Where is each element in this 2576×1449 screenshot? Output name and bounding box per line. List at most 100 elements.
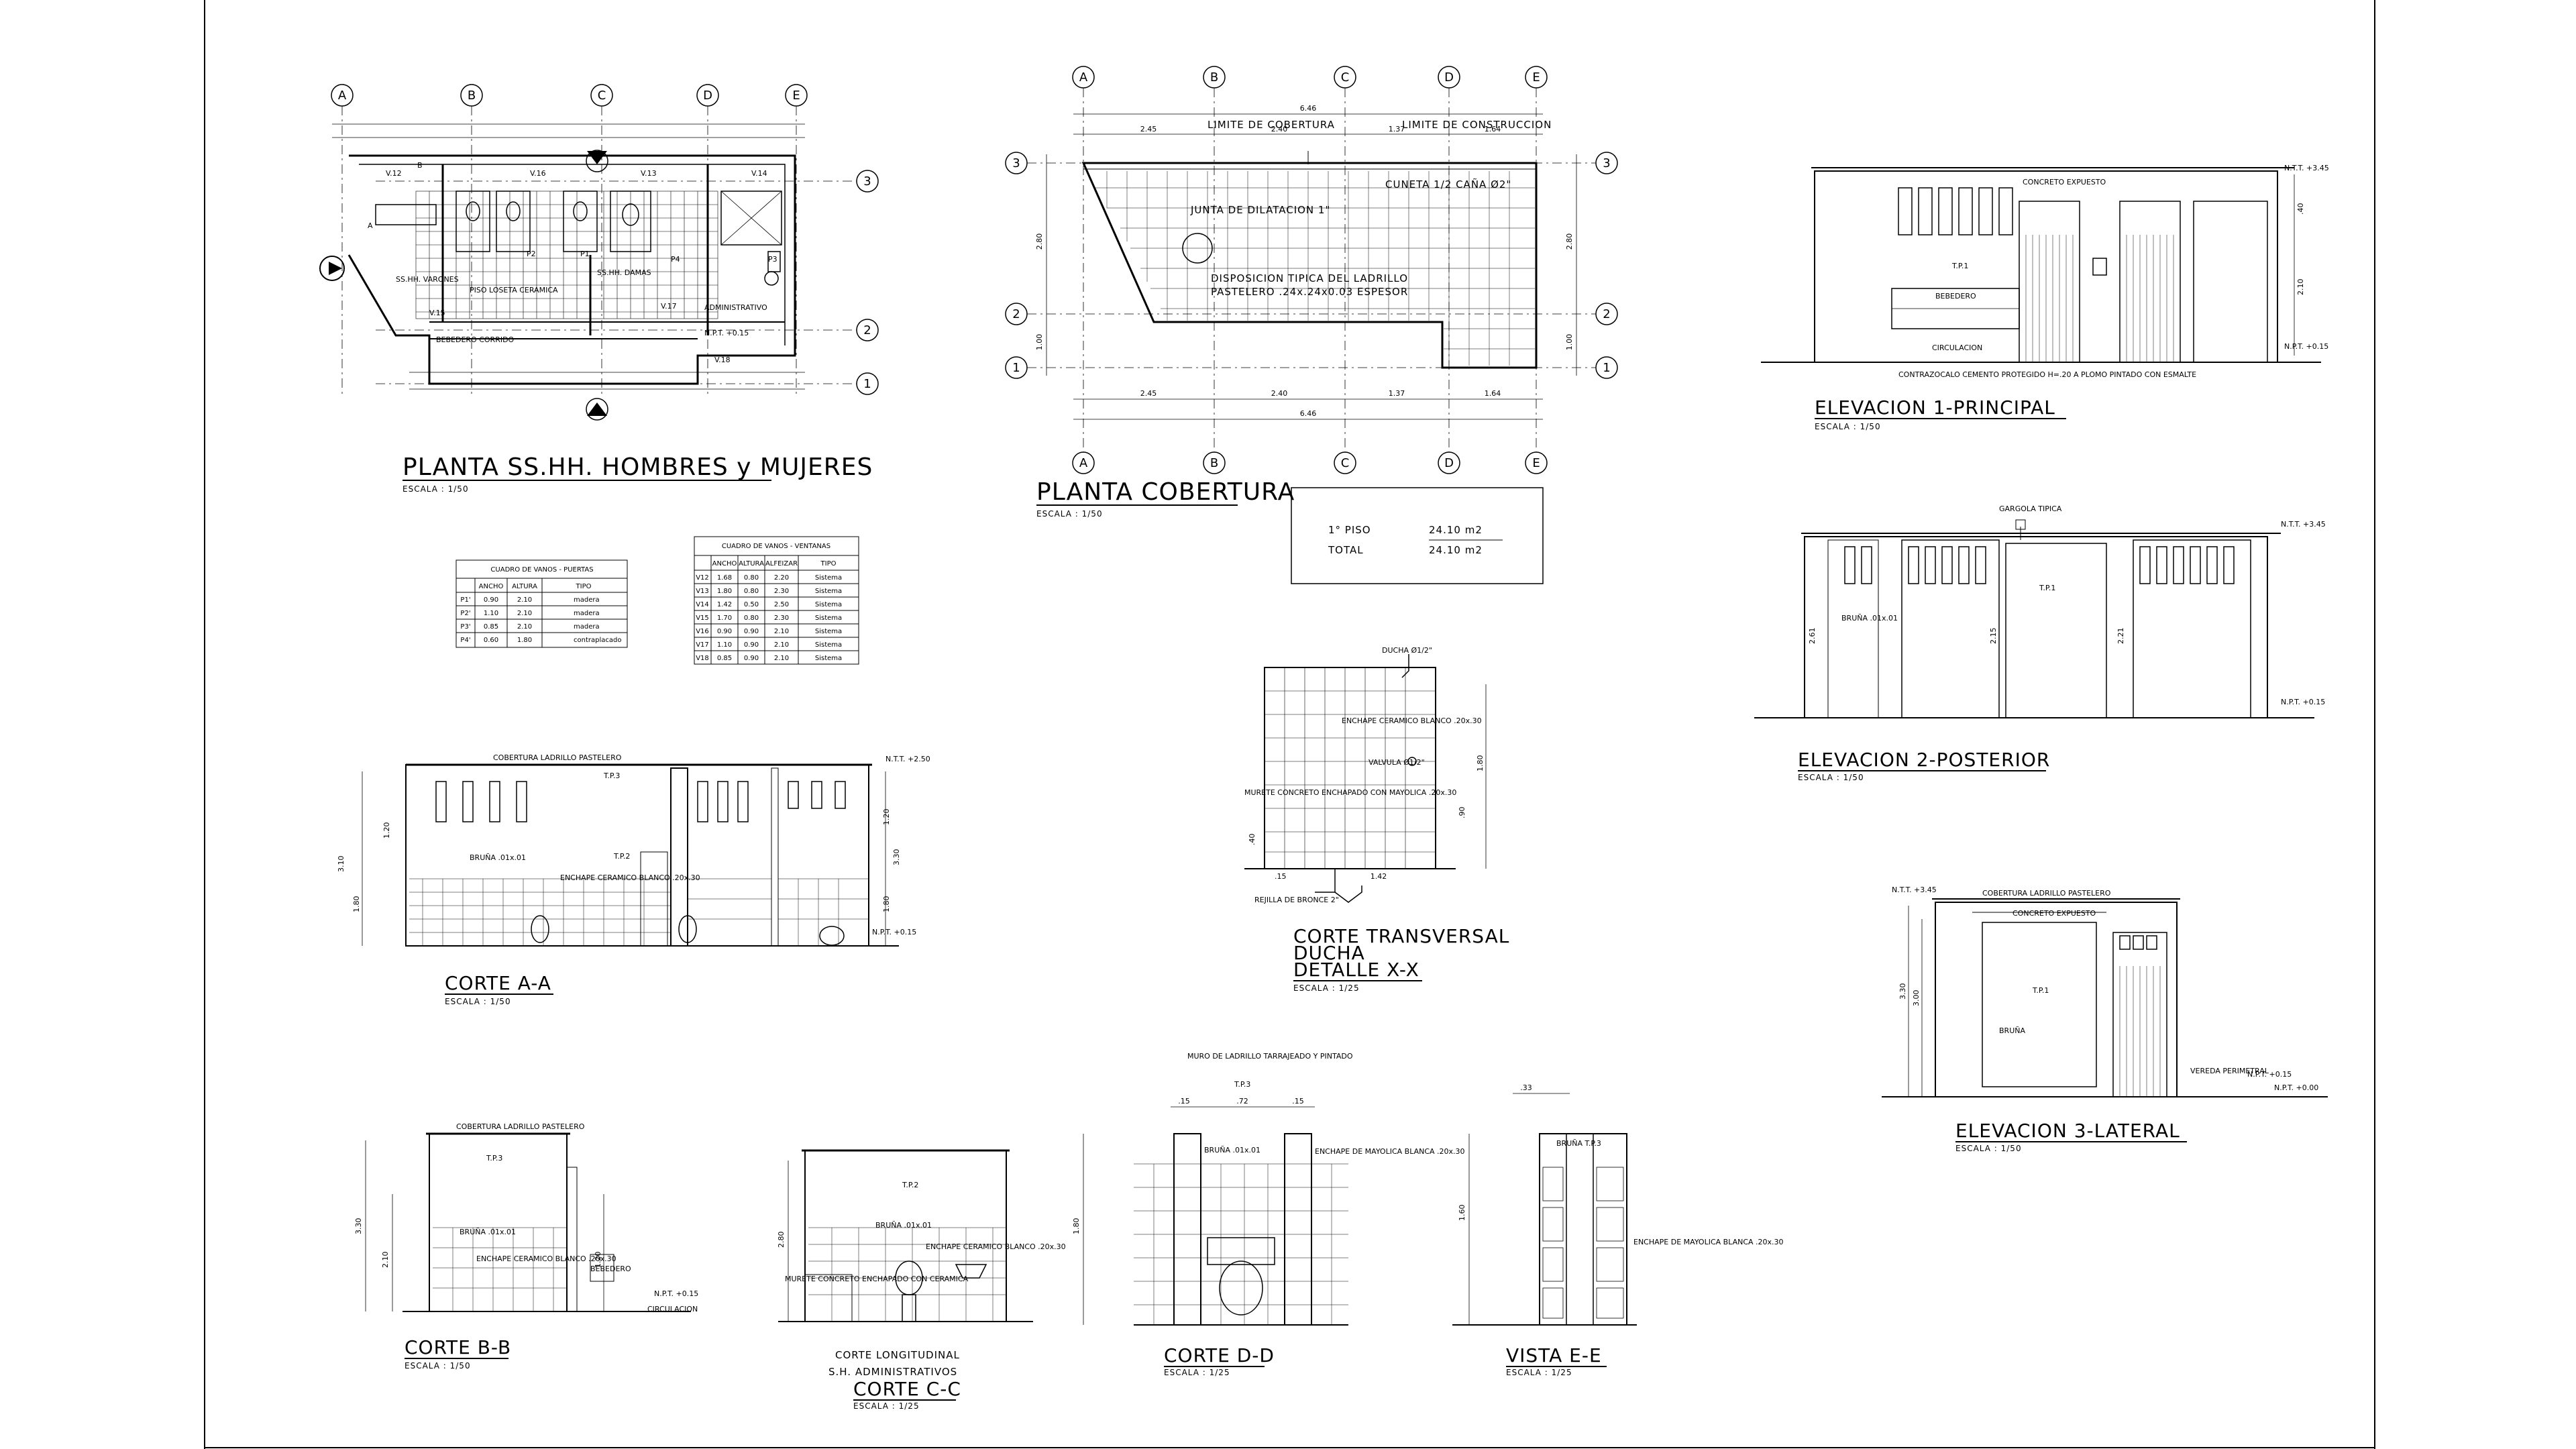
cob-grid-1-right: 1 [1603,361,1610,375]
elev3-dim-300: 3.00 [1912,990,1921,1007]
door-cell: P1' [460,596,470,604]
cob-grid-B-bottom: B [1210,456,1218,470]
cob-note-disposicion: DISPOSICION TIPICA DEL LADRILLO [1211,272,1408,284]
planta-sshh-scale: ESCALA : 1/50 [402,484,469,494]
bb-dim-120: 1.20 [594,1252,602,1269]
window-table-title: CUADRO DE VANOS - VENTANAS [722,543,830,550]
cob-dim-top-1: 2.45 [1140,125,1157,133]
planta-cobertura-view [1005,66,1618,474]
planta-label-v14: V.14 [751,169,767,178]
elev-2-scale: ESCALA : 1/50 [1798,773,1864,782]
door-cell: madera [574,610,600,617]
aa-note-cobertura: COBERTURA LADRILLO PASTELERO [493,753,622,762]
elev2-dim-3: 2.21 [2116,628,2125,645]
aa-dim-6: 1.20 [882,809,891,826]
corte-cc-subtitle-2: S.H. ADMINISTRATIVOS [828,1366,957,1378]
window-cell: Sistema [815,574,842,582]
aa-note-bruna: BRUÑA .01x.01 [470,853,526,862]
elev-2-title: ELEVACION 2-POSTERIOR [1798,749,2050,771]
corte-cc-title: CORTE C-C [853,1378,961,1400]
planta-label-npt: N.P.T. +0.15 [704,329,749,337]
door-cell: madera [574,623,600,631]
planta-label-p2: P2 [527,250,536,258]
planta-label-v15: V.15 [429,309,445,317]
window-cell: 0.80 [744,574,759,582]
grid-label-3: 3 [863,174,871,189]
ct-note-ducha: DUCHA Ø1/2" [1382,646,1432,655]
window-cell: V17 [696,641,709,649]
ct-note-murete: MURETE CONCRETO ENCHAPADO CON MAYOLICA .… [1244,788,1456,797]
door-cell: 0.60 [484,637,498,644]
grid-label-2: 2 [863,323,871,337]
window-cell: Sistema [815,641,842,649]
cob-grid-D-bottom: D [1444,456,1454,470]
dd-dim-72: .72 [1236,1097,1248,1106]
corte-aa-title: CORTE A-A [445,972,551,994]
aa-note-npt: N.P.T. +0.15 [872,928,916,936]
elev1-note-circulacion: CIRCULACION [1932,343,1982,352]
window-cell: 2.10 [774,641,789,649]
window-cell: V16 [696,628,709,635]
door-cell: P3' [460,623,470,631]
corte-bb-title: CORTE B-B [405,1336,511,1358]
cob-note-cuneta: CUNETA 1/2 CAÑA Ø2" [1385,178,1511,191]
elev3-note-npt: N.P.T. +0.15 [2247,1070,2292,1079]
ee-dim-160: 1.60 [1458,1205,1466,1222]
ct-note-enchape: ENCHAPE CERAMICO BLANCO .20x.30 [1342,716,1482,725]
window-cell: V12 [696,574,709,582]
door-cell: 0.90 [484,596,498,604]
dd-note-tp3: T.P.3 [1234,1080,1250,1089]
window-cell: 1.42 [717,601,732,608]
ct-dim-180: 1.80 [1476,755,1485,772]
door-cell: 2.10 [517,623,532,631]
planta-label-piso: PISO LOSETA CERAMICA [470,286,558,294]
cob-dim-right-2: 1.00 [1565,334,1574,351]
elev2-note-tp1: T.P.1 [2039,584,2055,592]
elev1-dim-210: 2.10 [2296,279,2305,296]
cob-note-pastelero: PASTELERO .24x.24x0.03 ESPESOR [1211,286,1408,298]
dd-note-bruna: BRUÑA .01x.01 [1204,1146,1260,1155]
cob-grid-D: D [1444,70,1454,85]
planta-label-p3: P3 [768,255,777,264]
window-table-h2: ALTURA [739,560,764,568]
elev3-note-tp1: T.P.1 [2032,986,2049,995]
window-cell: 1.70 [717,614,732,622]
ee-dim-33: .33 [1520,1083,1532,1092]
window-table-h4: TIPO [820,560,837,568]
elev3-note-bruna: BRUÑA [1999,1026,2025,1035]
planta-label-a: A [368,221,373,230]
cob-dim-right-1: 2.80 [1565,233,1574,250]
aa-dim-1: 3.10 [337,856,345,873]
corte-cc-scale: ESCALA : 1/25 [853,1401,920,1411]
cc-note-tp2: T.P.2 [902,1181,918,1189]
corte-dd-labels: MURO DE LADRILLO TARRAJEADO Y PINTADO T.… [1072,1052,1465,1234]
dd-dim-15a: .15 [1178,1097,1190,1106]
elev2-note-gargola: GARGOLA TIPICA [1999,504,2062,513]
cob-note-limite-cobertura: LIMITE DE COBERTURA [1208,119,1335,131]
elev3-note-concreto: CONCRETO EXPUESTO [2012,909,2096,918]
elev1-note-npt: N.P.T. +0.15 [2284,342,2328,351]
planta-outer-wall [347,154,796,385]
bb-note-cobertura: COBERTURA LADRILLO PASTELERO [456,1122,585,1131]
cob-dim-bot-4: 1.64 [1485,389,1501,398]
window-cell: 1.10 [717,641,732,649]
cob-grid-1: 1 [1012,361,1020,375]
area-label-total: TOTAL [1328,544,1364,556]
aa-dim-5: 1.80 [882,896,891,913]
cob-total-bottom: 6.46 [1300,409,1317,418]
window-table-h1: ANCHO [712,560,737,568]
door-cell: contraplacado [574,637,621,644]
grid-label-B: B [468,89,476,103]
cob-dim-bot-3: 1.37 [1389,389,1405,398]
elevacion-1-labels: CONCRETO EXPUESTO T.P.1 BEBEDERO CIRCULA… [1898,164,2329,379]
elevacion-3-view [1882,898,2328,1097]
cob-note-limite-construccion: LIMITE DE CONSTRUCCION [1402,119,1552,131]
cc-dim-280: 2.80 [777,1232,786,1248]
elev2-dim-1: 2.61 [1808,628,1817,645]
door-table-h2: ALTURA [512,583,537,590]
elev1-note-contrazocalo: CONTRAZOCALO CEMENTO PROTEGIDO H=.20 A P… [1898,370,2196,379]
roof-tile-grid [1093,171,1535,366]
bb-note-enchape: ENCHAPE CERAMICO BLANCO .20x.30 [476,1254,616,1263]
dd-note-muro-1: MURO DE LADRILLO TARRAJEADO Y PINTADO [1187,1052,1353,1061]
grid-label-D: D [703,89,712,103]
